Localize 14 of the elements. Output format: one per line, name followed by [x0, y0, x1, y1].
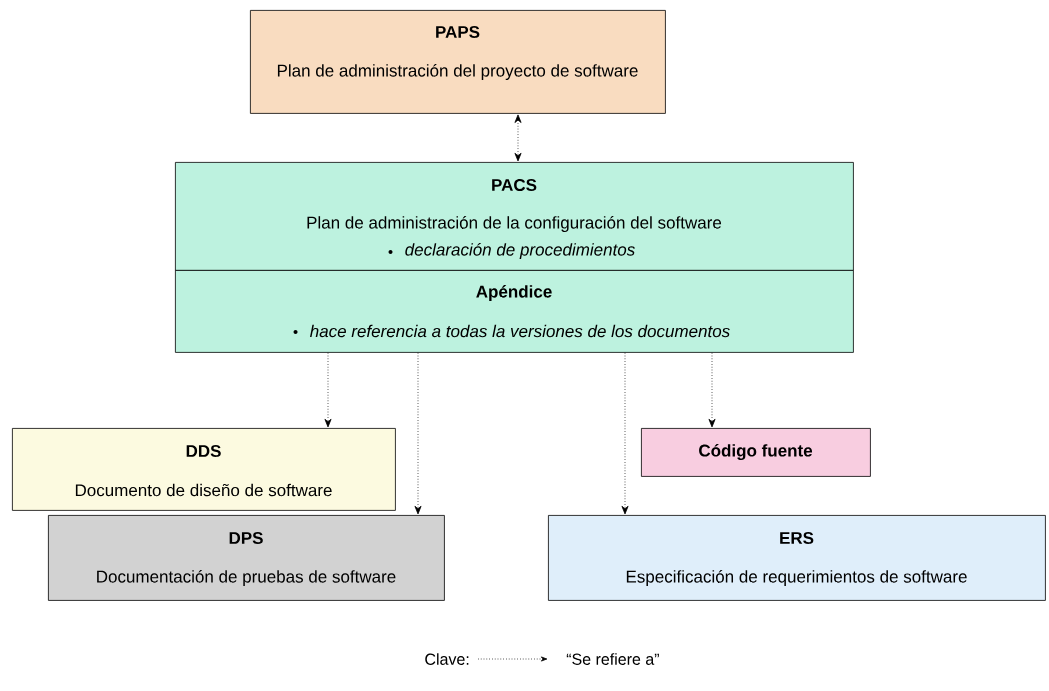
document-box: DPS Documentación de pruebas de software — [48, 515, 445, 601]
arrow — [324, 352, 332, 428]
legend-text: “Se refiere a” — [566, 653, 659, 665]
arrow — [414, 352, 422, 515]
document-box: ERS Especificación de requerimientos de software — [548, 515, 1046, 601]
document-box: PACS Plan de administración de la configuración del software declaración de procedimientos — [175, 162, 854, 271]
document-box: PAPS Plan de administración del proyecto de software — [250, 10, 666, 114]
key-label: Clave: — [425, 653, 469, 665]
arrow — [621, 352, 629, 515]
document-box: Código fuente — [641, 428, 871, 477]
document-box: Apéndice hace referencia a todas la versiones de los documentos — [175, 270, 854, 353]
arrow — [708, 352, 716, 428]
arrow — [514, 114, 522, 162]
document-box: DDS Documento de diseño de software — [12, 428, 396, 511]
